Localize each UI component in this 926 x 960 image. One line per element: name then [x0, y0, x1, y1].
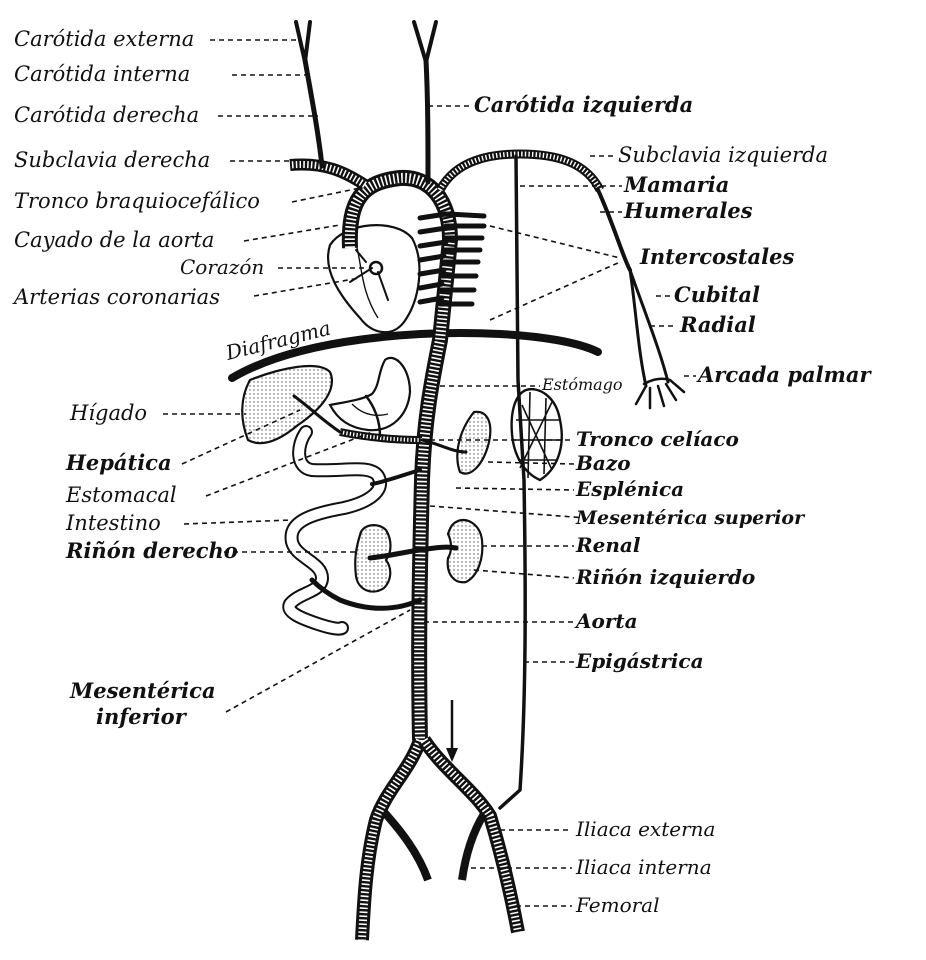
labels: Carótida externa Carótida interna Caróti…	[12, 27, 872, 917]
label-aorta: Aorta	[574, 609, 638, 633]
palmar-arch	[634, 377, 686, 410]
right-common-iliac	[355, 737, 427, 941]
label-iliaca-externa: Iliaca externa	[575, 817, 715, 841]
gastric-artery	[364, 394, 382, 438]
label-bazo: Bazo	[575, 451, 631, 475]
left-carotid-externa	[412, 20, 428, 64]
coronary-origin	[368, 260, 384, 276]
label-epigastrica: Epigástrica	[575, 649, 704, 673]
label-renal: Renal	[575, 533, 641, 557]
humeral-artery	[596, 188, 632, 272]
intercostal-arteries	[417, 211, 487, 307]
label-humerales: Humerales	[623, 198, 753, 223]
left-subclavian	[436, 149, 605, 193]
label-carotida-derecha: Carótida derecha	[14, 103, 199, 127]
brachiocephalic-trunk-inner	[289, 160, 367, 188]
label-radial: Radial	[679, 312, 756, 337]
flow-arrowhead	[446, 748, 458, 762]
label-higado: Hígado	[69, 401, 147, 425]
superior-mesenteric	[370, 468, 422, 486]
intestine-inner	[284, 427, 385, 634]
diaphragm	[228, 329, 602, 382]
stomach	[328, 356, 412, 432]
label-iliaca-interna: Iliaca interna	[575, 855, 712, 879]
label-intercostales: Intercostales	[639, 244, 794, 269]
left-kidney	[446, 518, 484, 584]
label-carotida-izquierda: Carótida izquierda	[474, 92, 693, 117]
left-common-iliac-inner	[420, 737, 522, 933]
label-mesenterica-superior: Mesentérica superior	[575, 507, 806, 529]
liver	[241, 365, 333, 445]
label-mesenterica-inferior-1: Mesentérica	[69, 678, 216, 703]
label-cubital: Cubital	[674, 282, 760, 307]
brachiocephalic-trunk	[289, 158, 369, 191]
right-internal-iliac	[381, 809, 432, 882]
label-arterias-coronarias: Arterias coronarias	[12, 285, 220, 309]
label-rinon-derecho: Riñón derecho	[65, 538, 238, 563]
right-carotid-externa	[294, 20, 307, 64]
renal-arteries	[367, 544, 459, 561]
leader-lines	[163, 39, 696, 907]
label-intestino: Intestino	[65, 511, 161, 535]
ulnar-artery	[628, 268, 670, 384]
spleen	[456, 410, 492, 475]
label-esplenica: Esplénica	[575, 477, 684, 501]
aorta-inner	[344, 172, 455, 741]
right-carotid-interna	[303, 20, 312, 64]
stomach-fold	[351, 403, 389, 416]
label-mesenterica-inferior-2: inferior	[96, 704, 188, 729]
label-subclavia-derecha: Subclavia derecha	[14, 148, 210, 172]
left-internal-iliac	[458, 811, 488, 881]
label-subclavia-izquierda: Subclavia izquierda	[618, 143, 828, 167]
left-carotid	[423, 57, 431, 185]
mammary-epigastric	[498, 154, 527, 810]
label-carotida-externa: Carótida externa	[14, 27, 194, 51]
label-femoral: Femoral	[575, 893, 660, 917]
label-mamaria: Mamaria	[623, 172, 729, 197]
splenic-artery	[420, 438, 468, 454]
radial-artery	[628, 268, 648, 388]
label-hepatica: Hepática	[65, 450, 172, 475]
celiac-inner	[339, 430, 423, 442]
label-estomago: Estómago	[541, 375, 623, 394]
left-subclavian-inner	[437, 151, 603, 192]
right-carotid	[302, 57, 325, 169]
label-tronco-celiaco: Tronco celíaco	[576, 427, 739, 451]
heart	[327, 224, 421, 334]
label-arcada-palmar: Arcada palmar	[696, 362, 872, 387]
label-rinon-izquierdo: Riñón izquierdo	[575, 565, 755, 589]
label-cayado-aorta: Cayado de la aorta	[14, 228, 214, 252]
left-carotid-interna	[424, 20, 438, 64]
label-tronco-braquiocefalico: Tronco braquiocefálico	[14, 189, 260, 213]
label-carotida-interna: Carótida interna	[14, 62, 190, 86]
hepatic-artery	[292, 394, 342, 434]
inferior-mesenteric	[309, 577, 423, 611]
label-estomacal: Estomacal	[65, 483, 177, 507]
label-corazon: Corazón	[180, 255, 264, 279]
organs	[228, 224, 602, 636]
vessels	[289, 20, 686, 941]
